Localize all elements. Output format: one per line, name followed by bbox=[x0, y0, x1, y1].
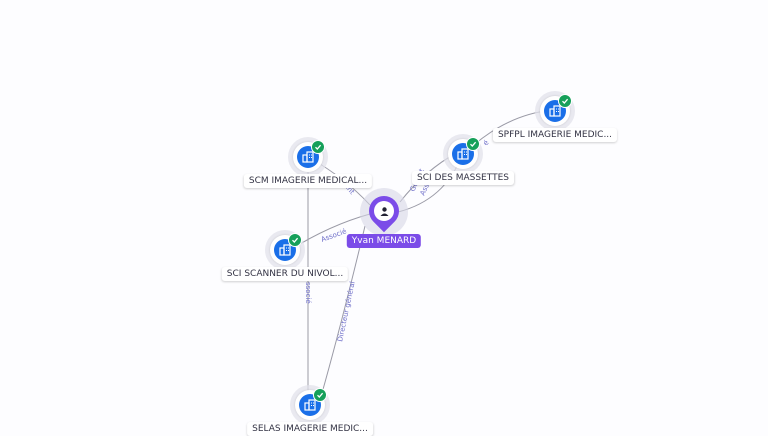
check-icon bbox=[466, 137, 480, 151]
check-icon bbox=[558, 94, 572, 108]
check-icon bbox=[288, 233, 302, 247]
edge-label-ssocie: ssocié bbox=[304, 282, 312, 304]
edge-label-associe: Associé bbox=[320, 227, 348, 244]
edge-label-e: é bbox=[482, 139, 491, 148]
node-label: SCM IMAGERIE MEDICAL... bbox=[243, 174, 373, 188]
person-icon bbox=[374, 201, 394, 221]
edge-person-selas bbox=[319, 225, 366, 401]
node-label: SPFPL IMAGERIE MEDIC... bbox=[492, 128, 618, 142]
node-label: SCI DES MASSETTES bbox=[412, 171, 514, 185]
person-label: Yvan MENARD bbox=[346, 234, 422, 248]
check-icon bbox=[313, 388, 327, 402]
node-label: SELAS IMAGERIE MEDIC... bbox=[247, 422, 373, 436]
check-icon bbox=[311, 140, 325, 154]
edge-label-directeur-general: Directeur général bbox=[336, 281, 357, 343]
node-label: SCI SCANNER DU NIVOL... bbox=[221, 267, 349, 281]
